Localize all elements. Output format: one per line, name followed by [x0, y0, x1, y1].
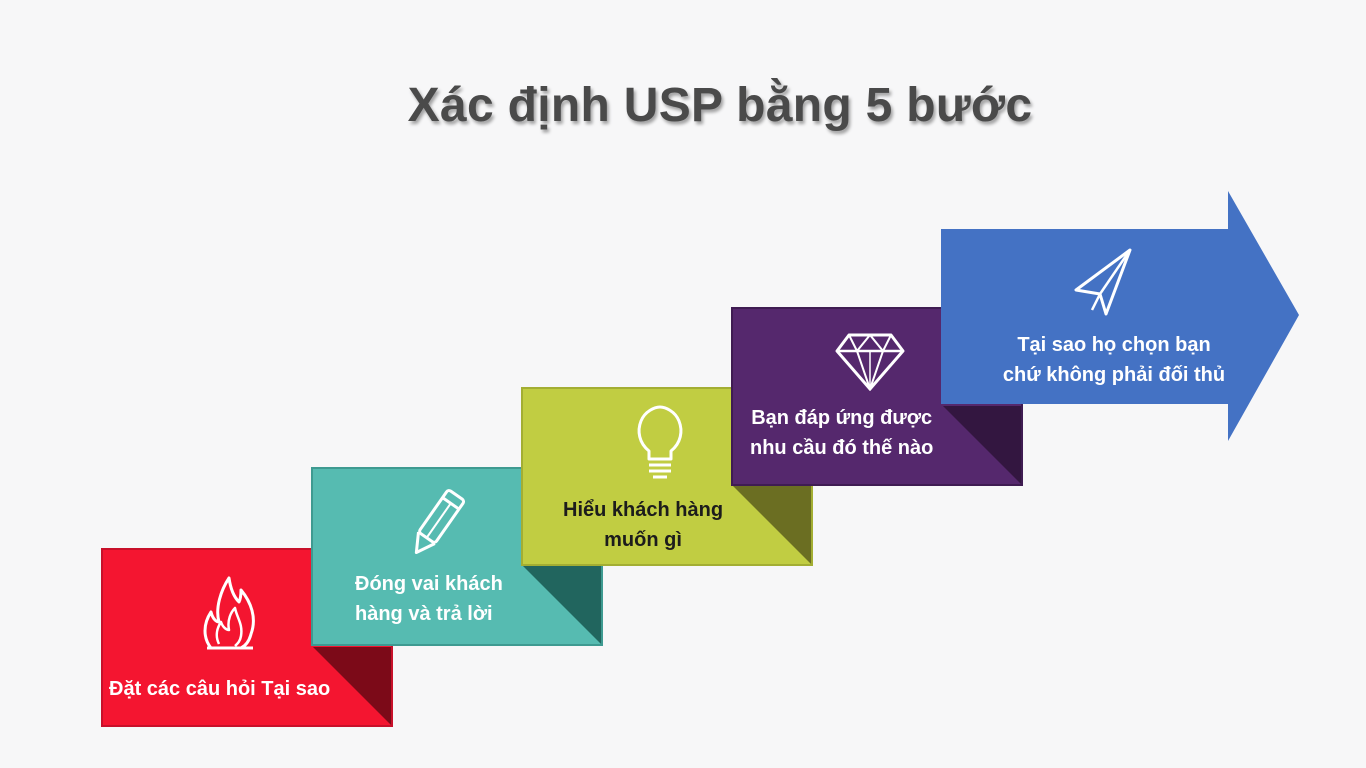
- step-4-label: Bạn đáp ứng được nhu cầu đó thế nào: [750, 407, 934, 459]
- paper-plane-icon: [1074, 248, 1132, 316]
- step-1-fold: [313, 647, 391, 725]
- step-3-fold: [733, 486, 811, 564]
- step-3-label: Hiểu khách hàng muốn gì: [563, 499, 724, 551]
- diagram-title: Xác định USP bằng 5 bước: [407, 79, 1033, 132]
- step-2-label: Đóng vai khách hàng và trả lời: [355, 573, 503, 625]
- lightbulb-icon: [637, 405, 683, 479]
- pencil-icon: [414, 489, 466, 554]
- diamond-icon: [835, 333, 905, 391]
- step-4-fold: [943, 406, 1021, 484]
- step-5-arrow: [941, 191, 1299, 441]
- flame-icon: [203, 576, 255, 650]
- step-1-label: Đặt các câu hỏi Tại sao: [109, 678, 331, 700]
- step-5-label: Tại sao họ chọn bạn chứ không phải đối t…: [1002, 334, 1226, 386]
- step-2-fold: [523, 566, 601, 644]
